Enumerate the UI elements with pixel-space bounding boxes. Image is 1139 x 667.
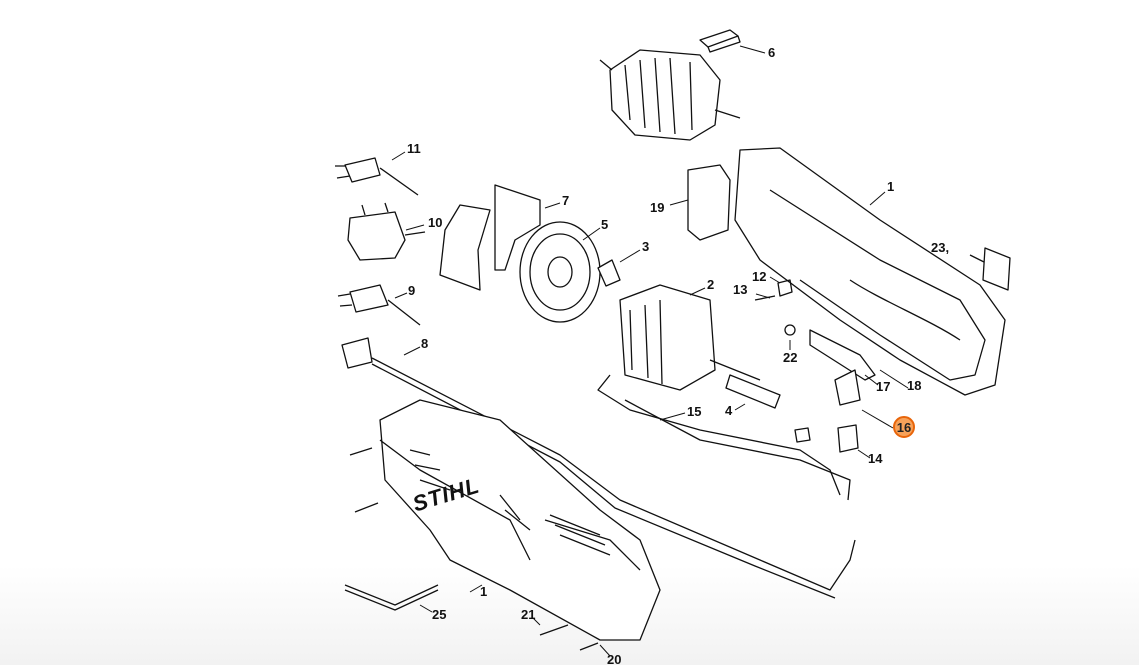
callout-18[interactable]: 18 <box>907 378 922 393</box>
callout-15[interactable]: 15 <box>687 404 702 419</box>
callout-20[interactable]: 20 <box>607 652 622 667</box>
callout-8[interactable]: 8 <box>421 336 429 351</box>
plug-11 <box>335 157 419 196</box>
leader-lines <box>391 45 909 657</box>
callout-10[interactable]: 10 <box>428 215 443 230</box>
housing-half-left-1 <box>379 399 661 641</box>
callout-11[interactable]: 11 <box>407 141 421 156</box>
callout-21[interactable]: 21 <box>521 607 536 622</box>
callout-9[interactable]: 9 <box>408 283 416 298</box>
callout-13[interactable]: 13 <box>733 282 748 297</box>
small-parts <box>754 279 796 336</box>
callout-6[interactable]: 6 <box>768 45 776 60</box>
lever-18-17 <box>809 329 876 406</box>
callout-1-right[interactable]: 1 <box>887 179 895 194</box>
callout-16-highlighted[interactable]: 16 <box>893 416 915 438</box>
switch-holder-19 <box>687 164 731 241</box>
plug-10 <box>347 202 426 261</box>
plug-9 <box>337 284 421 326</box>
carbon-brush-6 <box>699 29 741 53</box>
callout-2[interactable]: 2 <box>707 277 715 292</box>
callout-7[interactable]: 7 <box>562 193 570 208</box>
bearing-4 <box>725 374 781 409</box>
label-23 <box>969 247 1011 291</box>
callout-1-left[interactable]: 1 <box>480 584 488 599</box>
callout-5[interactable]: 5 <box>601 217 609 232</box>
fan-cover-7 <box>439 184 541 291</box>
motor-assembly <box>599 49 741 141</box>
stator-2 <box>619 284 761 391</box>
callout-4[interactable]: 4 <box>725 403 733 418</box>
housing-half-right-1 <box>734 147 1006 396</box>
switch-14 <box>837 424 859 453</box>
fan-5 <box>519 221 601 323</box>
callout-25[interactable]: 25 <box>432 607 447 622</box>
callout-17[interactable]: 17 <box>876 379 891 394</box>
wire-harness-15 <box>597 374 851 501</box>
callout-12[interactable]: 12 <box>752 269 767 284</box>
callout-22[interactable]: 22 <box>783 350 798 365</box>
callout-19[interactable]: 19 <box>650 200 665 215</box>
callout-3[interactable]: 3 <box>642 239 650 254</box>
callout-14[interactable]: 14 <box>868 451 883 466</box>
callout-23[interactable]: 23, <box>931 240 950 255</box>
brush-holder-3 <box>597 259 621 287</box>
hex-key-25 <box>344 584 439 611</box>
screws <box>349 447 599 651</box>
